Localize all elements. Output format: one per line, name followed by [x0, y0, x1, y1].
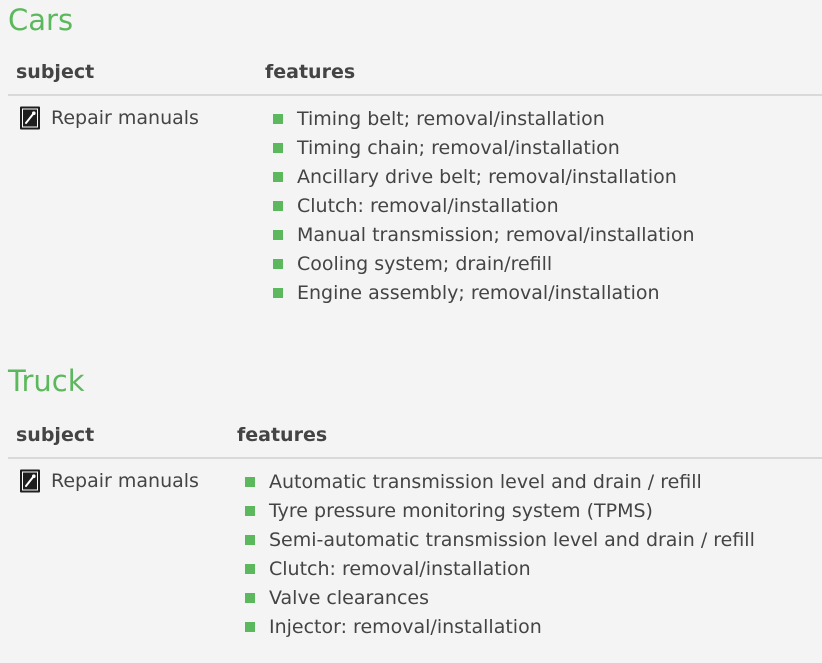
feature-label: Engine assembly; removal/installation: [297, 281, 660, 304]
column-header-subject: subject: [16, 61, 95, 83]
bullet-icon: [273, 287, 283, 298]
feature-item: Injector: removal/installation: [245, 612, 755, 641]
feature-label: Timing belt; removal/installation: [297, 107, 605, 130]
bullet-icon: [273, 200, 283, 211]
header-divider: [8, 94, 822, 96]
feature-item: Automatic transmission level and drain /…: [245, 467, 755, 496]
feature-item: Timing chain; removal/installation: [273, 133, 695, 162]
feature-label: Injector: removal/installation: [269, 615, 542, 638]
column-header-features: features: [265, 61, 356, 83]
feature-label: Automatic transmission level and drain /…: [269, 470, 702, 493]
feature-item: Ancillary drive belt; removal/installati…: [273, 162, 695, 191]
feature-item: Clutch: removal/installation: [273, 191, 695, 220]
feature-item: Manual transmission; removal/installatio…: [273, 220, 695, 249]
bullet-icon: [245, 505, 255, 516]
feature-item: Clutch: removal/installation: [245, 554, 755, 583]
feature-label: Manual transmission; removal/installatio…: [297, 223, 695, 246]
feature-label: Semi-automatic transmission level and dr…: [269, 528, 755, 551]
subject-cell: Repair manuals: [19, 469, 199, 493]
subject-label[interactable]: Repair manuals: [51, 470, 199, 492]
feature-item: Cooling system; drain/refill: [273, 249, 695, 278]
feature-label: Timing chain; removal/installation: [297, 136, 620, 159]
bullet-icon: [245, 534, 255, 545]
feature-label: Valve clearances: [269, 586, 430, 609]
column-header-subject: subject: [16, 424, 95, 446]
bullet-icon: [245, 621, 255, 632]
bullet-icon: [273, 258, 283, 269]
section-title: Truck: [8, 364, 85, 398]
header-divider: [8, 457, 822, 459]
feature-label: Cooling system; drain/refill: [297, 252, 553, 275]
subject-cell: Repair manuals: [19, 106, 199, 130]
section-title: Cars: [8, 3, 74, 37]
repair-manual-icon: [19, 106, 41, 130]
bullet-icon: [273, 171, 283, 182]
repair-manual-icon: [19, 469, 41, 493]
feature-item: Engine assembly; removal/installation: [273, 278, 695, 307]
feature-list: Timing belt; removal/installation Timing…: [273, 104, 695, 307]
feature-item: Semi-automatic transmission level and dr…: [245, 525, 755, 554]
feature-item: Valve clearances: [245, 583, 755, 612]
feature-item: Tyre pressure monitoring system (TPMS): [245, 496, 755, 525]
bullet-icon: [245, 563, 255, 574]
bullet-icon: [273, 142, 283, 153]
column-header-features: features: [237, 424, 328, 446]
feature-list: Automatic transmission level and drain /…: [245, 467, 755, 641]
bullet-icon: [273, 113, 283, 124]
bullet-icon: [245, 592, 255, 603]
subject-label[interactable]: Repair manuals: [51, 107, 199, 129]
feature-label: Clutch: removal/installation: [269, 557, 531, 580]
bullet-icon: [245, 476, 255, 487]
bullet-icon: [273, 229, 283, 240]
feature-label: Ancillary drive belt; removal/installati…: [297, 165, 677, 188]
feature-label: Clutch: removal/installation: [297, 194, 559, 217]
feature-item: Timing belt; removal/installation: [273, 104, 695, 133]
feature-label: Tyre pressure monitoring system (TPMS): [269, 499, 653, 522]
